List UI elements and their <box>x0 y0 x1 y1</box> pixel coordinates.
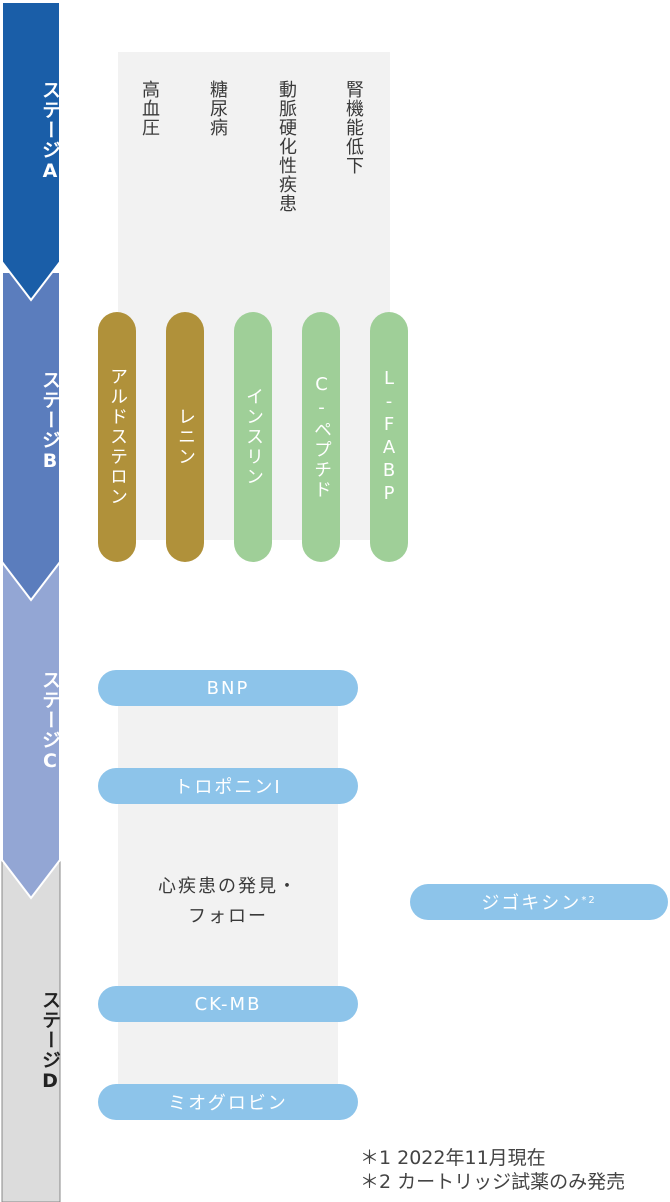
cardiac-center-line1: 心疾患の発見・ <box>158 876 298 897</box>
footnote-2: ＊2 カートリッジ試薬のみ発売 <box>360 1171 626 1193</box>
risk-factor-hypertension: 高血圧 <box>139 80 160 137</box>
digoxin-label: ジゴキシン <box>481 893 582 914</box>
marker-digoxin: ジゴキシン*2 <box>410 884 668 920</box>
marker-aldosterone: アルドステロン <box>98 312 136 562</box>
marker-troponin: トロポニンI <box>98 768 358 804</box>
cardiac-center-line2: フォロー <box>188 906 268 927</box>
risk-factor-renal: 腎機能低下 <box>343 80 364 175</box>
marker-ck-mb: CK-MB <box>98 986 358 1022</box>
stage-c-label: ステージC <box>39 670 61 773</box>
marker-renin: レニン <box>166 312 204 562</box>
cardiac-center-text: 心疾患の発見・ フォロー <box>118 872 338 932</box>
marker-bnp: BNP <box>98 670 358 706</box>
cardiac-panel <box>118 700 338 1090</box>
marker-c-peptide: C-ペプチド <box>302 312 340 562</box>
footnote-1: ＊1 2022年11月現在 <box>360 1147 546 1169</box>
stage-a-arrow <box>1 1 61 302</box>
marker-myoglobin: ミオグロビン <box>98 1084 358 1120</box>
risk-factor-atherosclerosis: 動脈硬化性疾患 <box>276 80 297 213</box>
footnotes: ＊1 2022年11月現在 ＊2 カートリッジ試薬のみ発売 <box>360 1146 625 1194</box>
stage-a-label: ステージA <box>39 80 61 183</box>
marker-insulin: インスリン <box>234 312 272 562</box>
risk-factor-diabetes: 糖尿病 <box>207 80 228 137</box>
marker-l-fabp: L-FABP <box>370 312 408 562</box>
digoxin-note: *2 <box>581 894 597 906</box>
stage-b-label: ステージB <box>39 370 61 473</box>
stage-arrow-shapes <box>1 1 61 1202</box>
stage-d-label: ステージD <box>39 990 61 1093</box>
stage-arrows: ステージA ステージB ステージC ステージD <box>0 0 62 1202</box>
